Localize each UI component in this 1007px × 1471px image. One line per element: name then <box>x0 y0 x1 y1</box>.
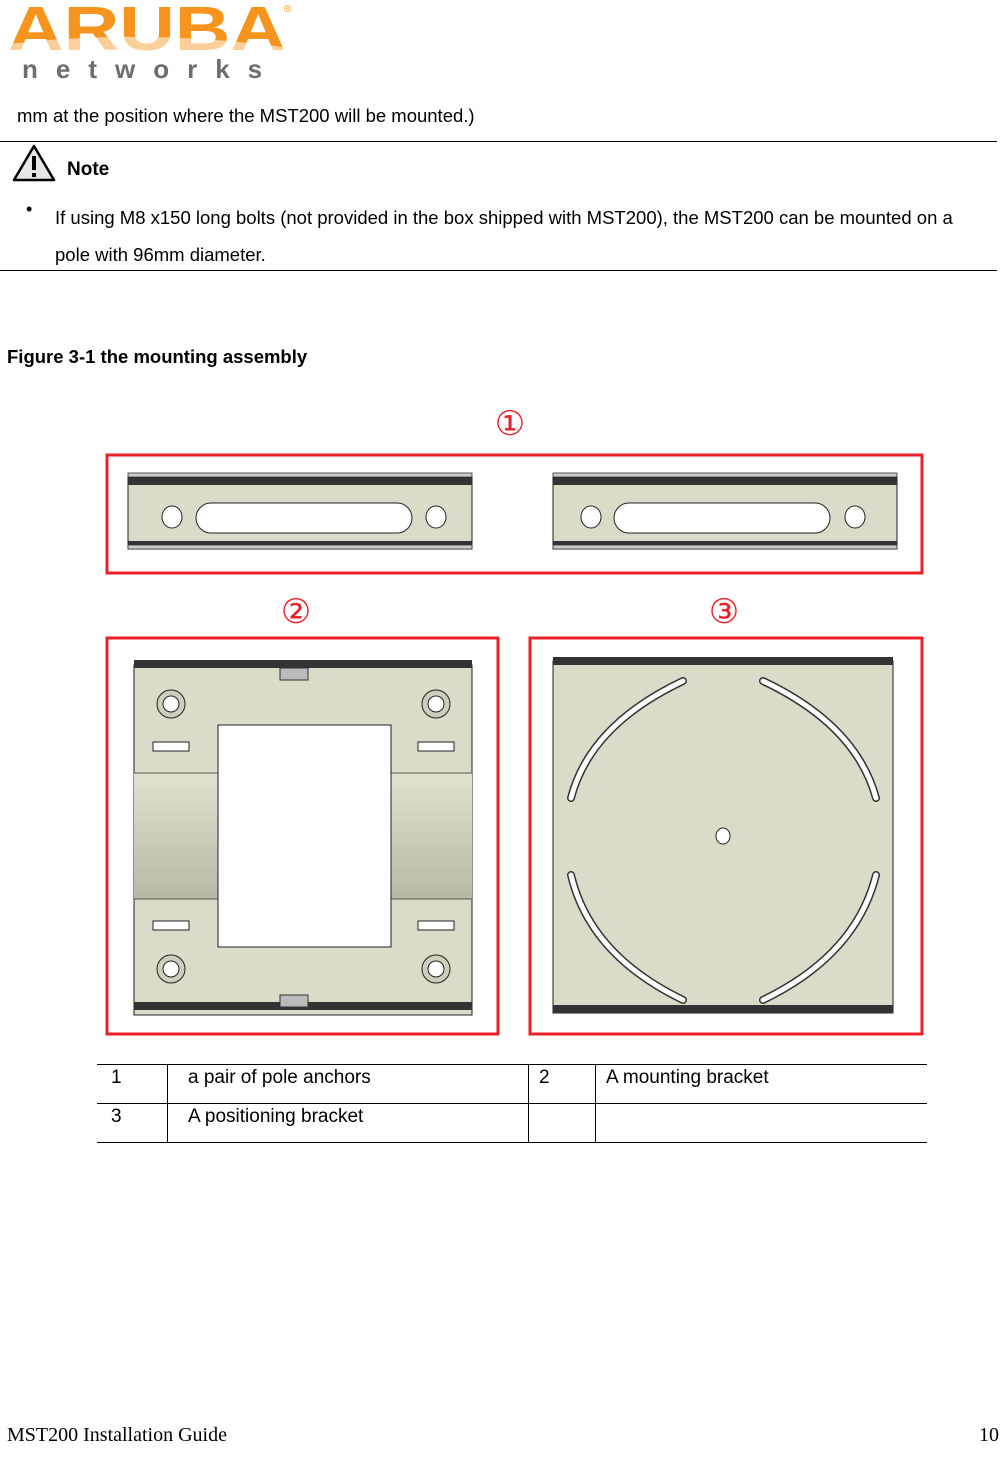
frame-pole-anchors <box>105 453 924 575</box>
note-label: Note <box>67 159 110 180</box>
legend-number: 3 <box>97 1103 168 1143</box>
logo-sub: networks <box>22 54 280 82</box>
legend-number: 2 <box>528 1064 596 1104</box>
bullet-glyph: • <box>26 199 33 219</box>
mounting-assembly-figure: ① ② <box>105 405 924 1036</box>
callout-3: ③ <box>709 593 739 631</box>
legend-description: A positioning bracket <box>167 1103 529 1143</box>
pole-anchor-left <box>127 472 473 550</box>
note-text: If using M8 x150 long bolts (not provide… <box>55 207 953 265</box>
table-row: 1 a pair of pole anchors 2 A mounting br… <box>97 1064 927 1104</box>
footer-page-number: 10 <box>979 1424 999 1446</box>
intro-text: mm at the position where the MST200 will… <box>17 105 475 126</box>
legend-number: 1 <box>97 1064 168 1104</box>
frame-positioning-bracket <box>528 636 924 1036</box>
logo-registered: ® <box>284 4 292 15</box>
legend-description: A mounting bracket <box>595 1064 927 1104</box>
note-header: Note <box>12 144 109 182</box>
pole-anchor-right <box>552 472 898 550</box>
figure-title: Figure 3-1 the mounting assembly <box>7 346 308 367</box>
frame-mounting-bracket <box>105 636 500 1036</box>
legend-description: a pair of pole anchors <box>167 1064 529 1104</box>
note-bottom-rule <box>0 270 997 271</box>
aruba-networks-logo: ARUBA ® networks <box>8 0 292 82</box>
legend-table: 1 a pair of pole anchors 2 A mounting br… <box>97 1064 927 1143</box>
note-top-rule <box>0 141 997 142</box>
table-row: 3 A positioning bracket <box>97 1103 927 1143</box>
legend-description <box>595 1103 927 1143</box>
positioning-bracket <box>552 657 894 1014</box>
callout-2: ② <box>281 593 311 631</box>
mounting-bracket <box>133 660 473 1016</box>
footer-doc-title: MST200 Installation Guide <box>7 1424 227 1446</box>
legend-number <box>528 1103 596 1143</box>
warning-triangle-icon <box>12 144 56 182</box>
callout-1: ① <box>495 405 525 443</box>
